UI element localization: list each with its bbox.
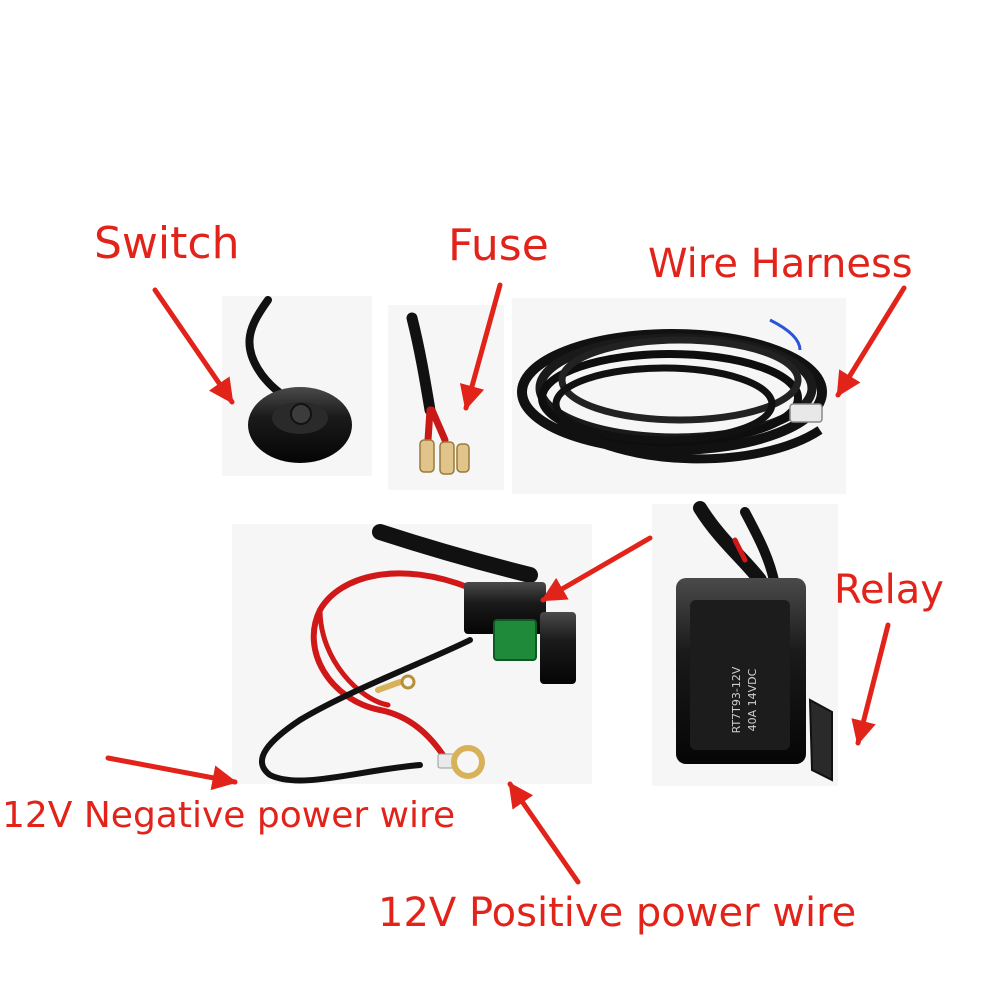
label-fuse: Fuse	[448, 220, 549, 271]
label-negative-wire: 12V Negative power wire	[2, 795, 456, 836]
relay-rating-text: 40A 14VDC	[746, 668, 759, 731]
label-positive-wire: 12V Positive power wire	[378, 890, 857, 936]
arrow-fuse	[459, 282, 503, 411]
label-wire-harness: Wire Harness	[648, 241, 913, 287]
relay-model-text: RT7T93-12V	[730, 666, 743, 733]
arrow-relay	[851, 622, 891, 746]
arrow-switch	[152, 287, 235, 405]
wiring-detail-photo	[232, 524, 592, 784]
arrow-negative-wire	[105, 755, 238, 791]
arrow-harness	[835, 285, 907, 398]
arrow-positive-wire	[507, 781, 581, 885]
switch-photo	[222, 296, 372, 476]
wire-harness-photo	[512, 298, 846, 494]
arrow-fuse-holder	[540, 535, 653, 603]
label-relay: Relay	[834, 567, 944, 613]
relay-photo: RT7T93-12V 40A 14VDC	[652, 501, 838, 786]
arrows	[105, 282, 907, 885]
label-switch: Switch	[94, 218, 240, 269]
